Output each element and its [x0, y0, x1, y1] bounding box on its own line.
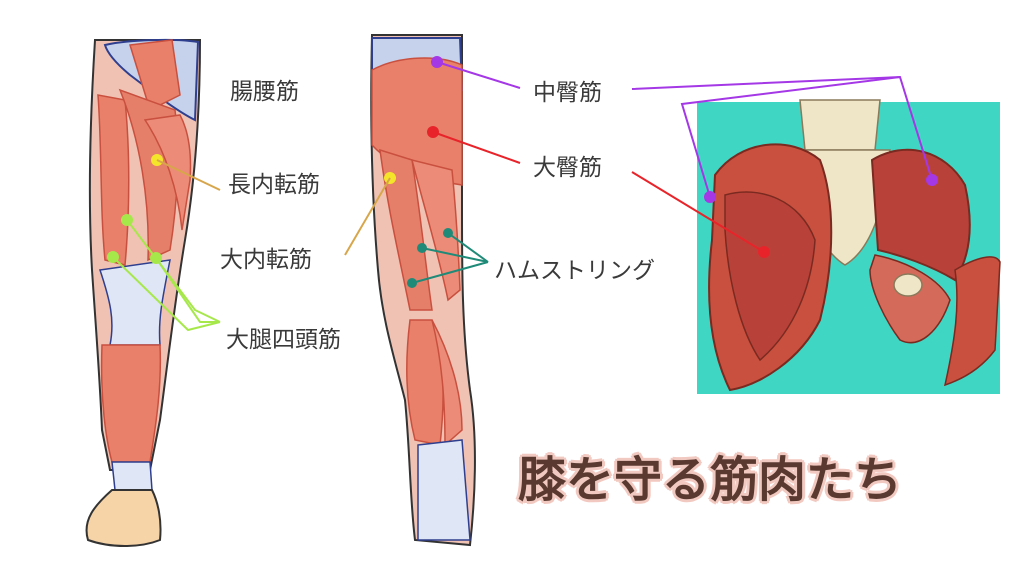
back-leg-illustration [370, 34, 476, 547]
hamstring-leaders [411, 232, 489, 284]
adductor-magnus-leader [344, 177, 391, 256]
adductor-longus-leader [156, 159, 221, 191]
gluteus-maximus-leader-back [432, 131, 521, 164]
gluteus-maximus-leader-pelvis [631, 171, 765, 253]
label-adductor-magnus: 大内転筋 [220, 247, 312, 273]
gluteus-medius-leader-pelvis-left [680, 76, 901, 198]
label-hamstrings: ハムストリング [494, 258, 655, 284]
diagram-title: 膝を守る筋肉たち [518, 452, 903, 508]
gluteus-medius-leader-back [436, 61, 521, 89]
pelvis-illustration [697, 99, 1001, 394]
label-quadriceps: 大腿四頭筋 [226, 327, 341, 353]
quadriceps-leaders [112, 219, 221, 332]
label-gluteus-medius: 中臀筋 [533, 80, 602, 106]
front-leg-illustration [85, 38, 202, 547]
label-gluteus-maximus: 大臀筋 [533, 155, 602, 181]
label-iliopsoas: 腸腰筋 [230, 79, 299, 105]
label-adductor-longus: 長内転筋 [228, 172, 320, 198]
